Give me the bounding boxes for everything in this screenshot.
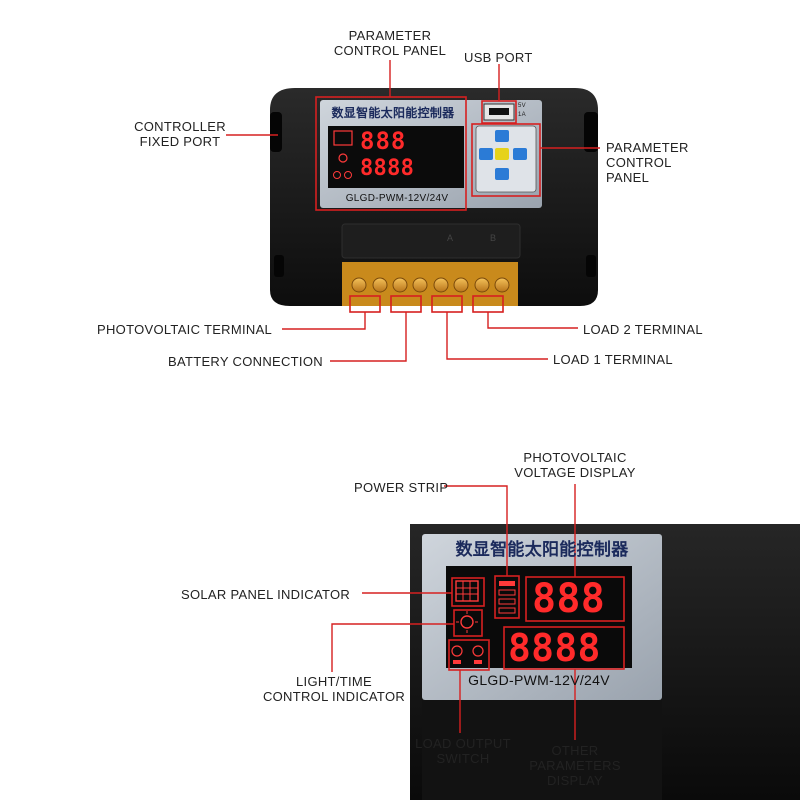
solar-icon-small [333, 130, 353, 146]
zoom-lcd [446, 566, 632, 668]
sun-icon [456, 611, 478, 633]
sun-icon-small [338, 153, 348, 163]
ok-button[interactable] [495, 148, 509, 160]
fixed-port-right [584, 112, 598, 152]
label-solar-panel-indicator: SOLAR PANEL INDICATOR [181, 587, 351, 602]
zoom-device [410, 524, 800, 800]
label-load-2-terminal: LOAD 2 TERMINAL [583, 322, 703, 337]
lcd-digits-top: 888 [360, 127, 407, 155]
right-button[interactable] [513, 148, 527, 160]
usb-spec-1a: 1A [518, 112, 526, 118]
label-light-time-control-indicator: LIGHT/TIME CONTROL INDICATOR [262, 674, 406, 704]
label-battery-connection: BATTERY CONNECTION [168, 354, 323, 369]
bottom-annotations [331, 484, 625, 740]
lcd-digits-bottom: 8888 [360, 156, 415, 181]
terminal-symbol-b: B [490, 233, 497, 243]
power-strip-bars [498, 581, 516, 614]
label-other-parameters-display: OTHER PARAMETERS DISPLAY [529, 743, 621, 788]
label-controller-fixed-port: CONTROLLER FIXED PORT [134, 119, 226, 149]
left-button[interactable] [479, 148, 493, 160]
zoom-title-cn: 数显智能太阳能控制器 [455, 540, 629, 560]
label-photovoltaic-voltage-display: PHOTOVOLTAIC VOLTAGE DISPLAY [514, 450, 636, 480]
solar-panel-icon [455, 580, 479, 602]
up-button[interactable] [495, 130, 509, 142]
zoom-digits-bottom: 8888 [508, 626, 601, 670]
label-usb-port: USB PORT [464, 50, 533, 65]
terminal-block [342, 262, 518, 306]
load-switch-icons [451, 645, 484, 664]
device-title-cn: 数显智能太阳能控制器 [331, 106, 455, 120]
usb-spec-5v: 5V [518, 103, 526, 109]
controller-device [270, 88, 598, 306]
label-load-output-switch: LOAD OUTPUT SWITCH [415, 736, 511, 766]
fixed-port-left [270, 112, 282, 152]
zoom-digits-top: 888 [532, 576, 606, 622]
label-parameter-control-panel-right: PARAMETER CONTROL PANEL [606, 140, 689, 185]
label-parameter-control-panel-top: PARAMETER CONTROL PANEL [333, 28, 447, 58]
label-power-strip: POWER STRIP [354, 480, 449, 495]
device-model: GLGD-PWM-12V/24V [345, 193, 449, 204]
zoom-model: GLGD-PWM-12V/24V [468, 672, 610, 688]
terminal-symbol-a: A [447, 233, 454, 243]
down-button[interactable] [495, 168, 509, 180]
terminal-screws [351, 277, 510, 293]
label-photovoltaic-terminal: PHOTOVOLTAIC TERMINAL [97, 322, 273, 337]
top-annotations [226, 60, 600, 362]
label-load-1-terminal: LOAD 1 TERMINAL [553, 352, 673, 367]
